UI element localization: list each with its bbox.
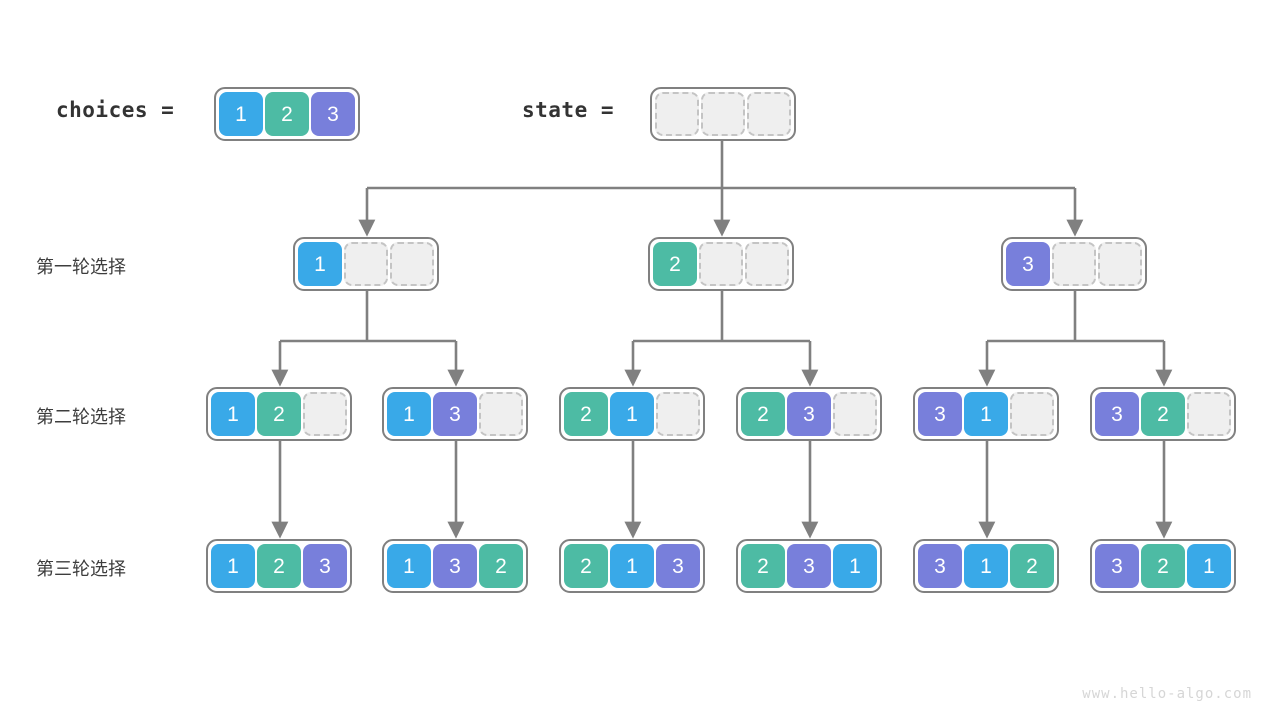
round-2-node-0-cell-0: 1 <box>211 392 255 436</box>
round-2-node-5-cell-1: 2 <box>1141 392 1185 436</box>
round-2-node-2-cell-1: 1 <box>610 392 654 436</box>
round-2-node-3-cell-1: 3 <box>787 392 831 436</box>
watermark: www.hello-algo.com <box>1082 686 1252 702</box>
choices-cell-1: 2 <box>265 92 309 136</box>
state-cell-2 <box>747 92 791 136</box>
round-2-node-0-cell-1: 2 <box>257 392 301 436</box>
round-2-node-1-cell-0: 1 <box>387 392 431 436</box>
round-2-node-1-cell-1: 3 <box>433 392 477 436</box>
round-1-node-0: 1 <box>293 237 439 291</box>
row-label-round-1: 第一轮选择 <box>36 257 126 277</box>
round-1-node-0-cell-2 <box>390 242 434 286</box>
round-3-node-3-cell-1: 3 <box>787 544 831 588</box>
round-3-node-2-cell-2: 3 <box>656 544 700 588</box>
round-2-node-5-cell-2 <box>1187 392 1231 436</box>
round-3-node-1-cell-0: 1 <box>387 544 431 588</box>
round-1-node-2: 3 <box>1001 237 1147 291</box>
round-1-node-2-cell-1 <box>1052 242 1096 286</box>
round-1-node-2-cell-0: 3 <box>1006 242 1050 286</box>
state-cell-1 <box>701 92 745 136</box>
choices-cell-2: 3 <box>311 92 355 136</box>
round-3-node-5-cell-2: 1 <box>1187 544 1231 588</box>
row-label-round-3: 第三轮选择 <box>36 559 126 579</box>
round-3-node-3-cell-0: 2 <box>741 544 785 588</box>
round-2-node-3-cell-0: 2 <box>741 392 785 436</box>
round-1-node-1-cell-2 <box>745 242 789 286</box>
round-3-node-0-cell-0: 1 <box>211 544 255 588</box>
round-2-node-4-cell-2 <box>1010 392 1054 436</box>
round-3-node-4-cell-0: 3 <box>918 544 962 588</box>
round-1-node-1-cell-0: 2 <box>653 242 697 286</box>
round-3-node-0-cell-1: 2 <box>257 544 301 588</box>
state-cell-0 <box>655 92 699 136</box>
row-label-round-2: 第二轮选择 <box>36 407 126 427</box>
round-1-node-1: 2 <box>648 237 794 291</box>
choices-label: choices = <box>56 98 175 122</box>
round-3-node-4-cell-1: 1 <box>964 544 1008 588</box>
round-3-node-2-cell-0: 2 <box>564 544 608 588</box>
choices-cell-0: 1 <box>219 92 263 136</box>
state-label: state = <box>522 98 615 122</box>
round-3-node-5-cell-1: 2 <box>1141 544 1185 588</box>
round-2-node-3-cell-2 <box>833 392 877 436</box>
round-2-node-2-cell-0: 2 <box>564 392 608 436</box>
round-2-node-1-cell-2 <box>479 392 523 436</box>
round-3-node-0-cell-2: 3 <box>303 544 347 588</box>
round-3-node-5-cell-0: 3 <box>1095 544 1139 588</box>
round-2-node-4-cell-0: 3 <box>918 392 962 436</box>
round-3-node-4-cell-2: 2 <box>1010 544 1054 588</box>
round-1-node-0-cell-0: 1 <box>298 242 342 286</box>
round-3-node-3-cell-2: 1 <box>833 544 877 588</box>
round-1-node-1-cell-1 <box>699 242 743 286</box>
round-2-node-2-cell-2 <box>656 392 700 436</box>
state-array <box>650 87 796 141</box>
round-3-node-1-cell-2: 2 <box>479 544 523 588</box>
round-3-node-1-cell-1: 3 <box>433 544 477 588</box>
round-3-node-2-cell-1: 1 <box>610 544 654 588</box>
round-2-node-0-cell-2 <box>303 392 347 436</box>
round-2-node-5-cell-0: 3 <box>1095 392 1139 436</box>
round-1-node-0-cell-1 <box>344 242 388 286</box>
round-2-node-4-cell-1: 1 <box>964 392 1008 436</box>
round-1-node-2-cell-2 <box>1098 242 1142 286</box>
